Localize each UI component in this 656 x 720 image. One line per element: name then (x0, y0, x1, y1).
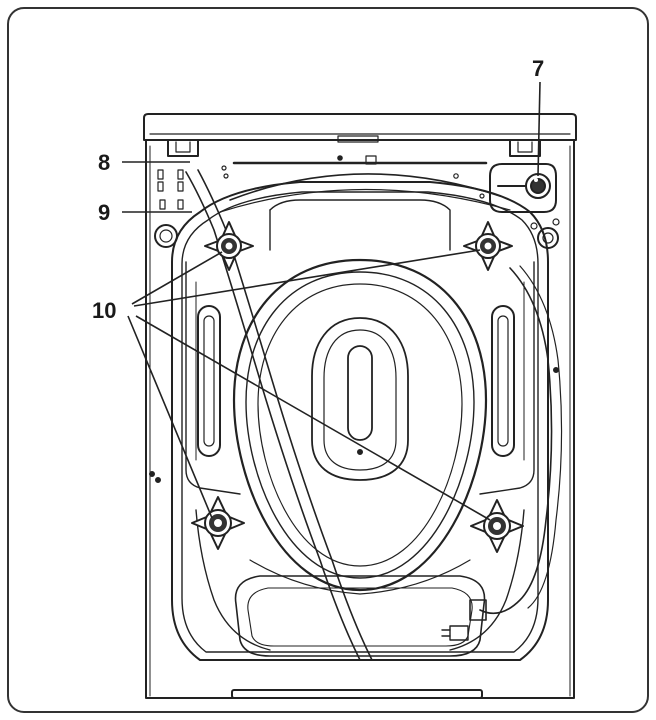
transport-bolt-top-left (204, 221, 254, 271)
water-inlet-valve (489, 163, 557, 213)
drum-rear-cover (232, 258, 488, 592)
diagram-border (7, 7, 649, 713)
left-vertical-slot (197, 305, 221, 457)
leader-line-10-bottom-left (127, 315, 213, 519)
callout-label-7: 7 (532, 56, 544, 81)
leader-line-10-bottom-right (135, 315, 491, 521)
left-lid-clip (167, 139, 199, 157)
right-vertical-slot (491, 305, 515, 457)
leader-line-7 (537, 81, 541, 177)
drum-hub-slot (347, 345, 373, 441)
power-plug (469, 599, 487, 621)
leader-line-10-top-left (131, 251, 223, 305)
tub-outer-outline (171, 181, 549, 661)
leader-line-10-top-right (133, 249, 481, 307)
drum-hub-oval (311, 317, 409, 481)
right-knockout-hole (537, 227, 559, 249)
callout-label-8: 8 (98, 150, 110, 175)
callout-label-9: 9 (98, 200, 110, 225)
machine-top-lid (143, 113, 577, 141)
transport-bolt-top-right (463, 221, 513, 271)
drain-hose-left (185, 171, 361, 661)
right-lid-clip (509, 139, 541, 157)
power-cable (479, 267, 553, 615)
lower-tray (234, 575, 486, 657)
cabinet-back-panel (145, 139, 575, 699)
bottom-plinth-slot (231, 689, 483, 699)
transport-bolt-bottom-right (470, 499, 524, 553)
callout-label-10: 10 (92, 298, 116, 323)
